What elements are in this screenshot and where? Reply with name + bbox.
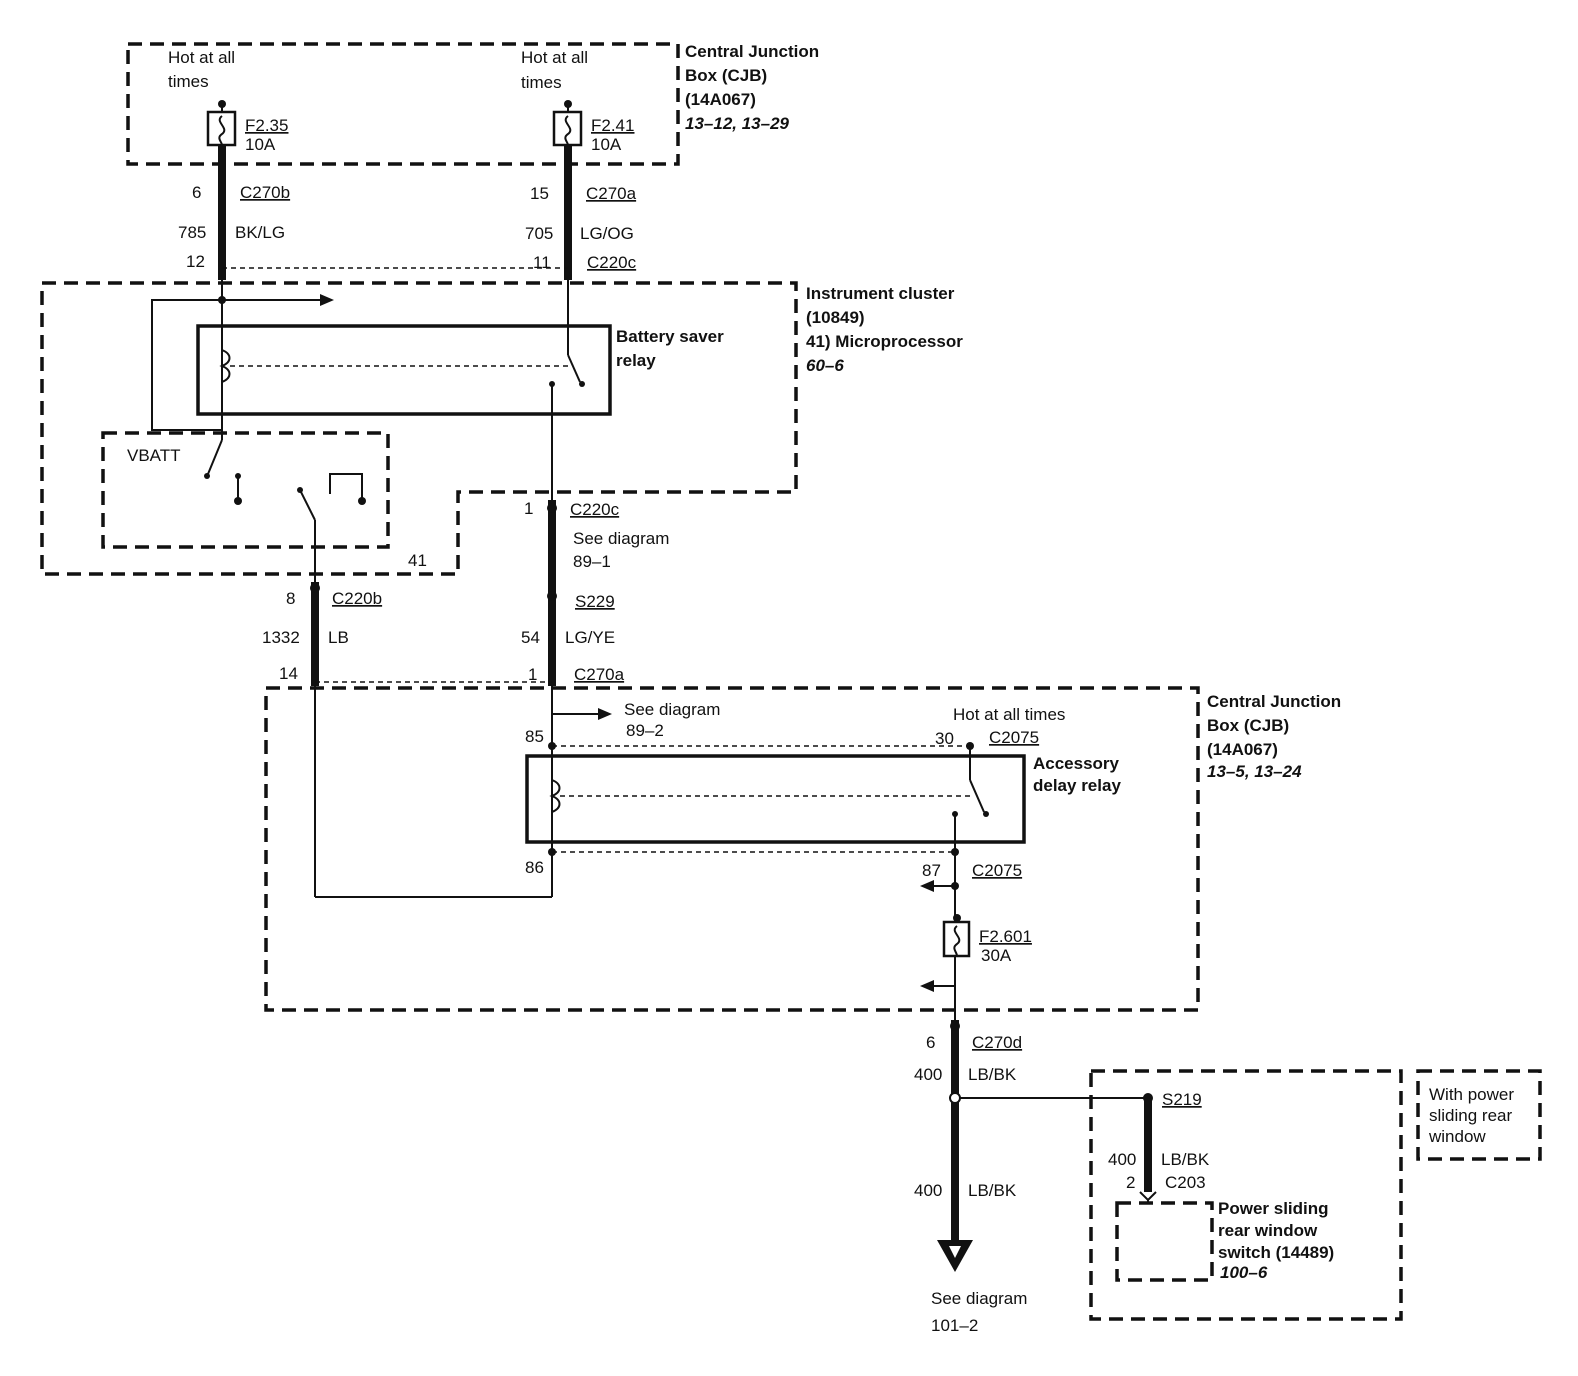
splice-s229-dot [547,591,557,601]
mid-right-color: LG/YE [565,628,615,647]
pin-30: 30 [935,729,954,748]
top-cjb-title-line3: (14A067) [685,90,756,109]
bottom-cjb-internal-wiring [314,686,989,1022]
out-circuit-2: 400 [914,1181,942,1200]
left-conn-top: C270b [240,183,290,202]
bottom-cjb-title-line3: (14A067) [1207,740,1278,759]
right-pin-top: 15 [530,184,549,203]
switch-ref: 100–6 [1220,1263,1268,1282]
out-color-2: LB/BK [968,1181,1017,1200]
fuse-f2-35-rating: 10A [245,135,276,154]
bottom-cjb-title-line1: Central Junction [1207,692,1341,711]
top-cjb-title-line2: Box (CJB) [685,66,767,85]
top-cjb-title-line1: Central Junction [685,42,819,61]
see-89-2-line2: 89–2 [626,721,664,740]
switch-label-line3: switch (14489) [1218,1243,1334,1262]
vbatt-box [101,431,390,549]
right-color: LG/OG [580,224,634,243]
see-89-2-line1: See diagram [624,700,720,719]
accessory-relay-label-line2: delay relay [1033,776,1121,795]
accessory-relay-label-line1: Accessory [1033,754,1120,773]
option-pin: 2 [1126,1173,1135,1192]
accessory-delay-relay-box [525,754,1026,844]
pin-86: 86 [525,858,544,877]
see-89-1-line2: 89–1 [573,552,611,571]
right-conn-bottom: C220c [587,253,637,272]
mid-right-pin-bottom: 1 [528,665,537,684]
out-circuit-1: 400 [914,1065,942,1084]
fuse-f2-41-id: F2.41 [591,116,634,135]
option-box [1089,1069,1403,1321]
option-color: LB/BK [1161,1150,1210,1169]
mid-left-conn: C220b [332,589,382,608]
option-label-line2: sliding rear [1429,1106,1512,1125]
left-circuit: 785 [178,223,206,242]
fuse-f2-41-rating: 10A [591,135,622,154]
battery-saver-relay-box [196,324,612,416]
vbatt-label: VBATT [127,446,181,465]
top-cjb-ref: 13–12, 13–29 [685,114,790,133]
pin-87: 87 [922,861,941,880]
option-conn: C203 [1165,1173,1206,1192]
left-color: BK/LG [235,223,285,242]
fuse-f2-41-symbol [552,100,583,147]
see-101-2-line1: See diagram [931,1289,1027,1308]
switch-label-line1: Power sliding [1218,1199,1329,1218]
right-conn-top: C270a [586,184,637,203]
bottom-cjb-box [264,686,1200,1012]
mid-left-pin-bottom: 14 [279,664,298,683]
hot-label-2-line2: times [521,73,562,92]
battery-saver-relay-label-line2: relay [616,351,656,370]
splice-s219-label: S219 [1162,1090,1202,1109]
conn-30: C2075 [989,728,1039,747]
mid-right-circuit: 54 [521,628,540,647]
fuse-f2-35-symbol [206,100,237,147]
mid-right-conn-bottom: C270a [574,665,625,684]
cluster-title-line1: Instrument cluster [806,284,955,303]
left-pin-top: 6 [192,183,201,202]
out-conn: C270d [972,1033,1022,1052]
fuse-f2-601-id: F2.601 [979,927,1032,946]
power-sliding-switch-box [1115,1201,1214,1282]
conn-87: C2075 [972,861,1022,880]
mid-right-pin: 1 [524,499,533,518]
cluster-number: 41 [408,551,427,570]
cluster-ref: 60–6 [806,356,844,375]
mid-right-conn: C220c [570,500,620,519]
mid-left-color: LB [328,628,349,647]
cluster-title-line3: 41) Microprocessor [806,332,963,351]
cluster-title-line2: (10849) [806,308,865,327]
mid-left-circuit: 1332 [262,628,300,647]
instrument-cluster-box [40,281,798,576]
fuse-f2-601-rating: 30A [981,946,1012,965]
splice-s229-label: S229 [575,592,615,611]
see-89-1-line1: See diagram [573,529,669,548]
cluster-internal-wiring [151,280,585,582]
fuse-f2-35-id: F2.35 [245,116,288,135]
right-pin-bottom: 11 [533,253,551,272]
hot-label-1-line2: times [168,72,209,91]
bottom-cjb-title-line2: Box (CJB) [1207,716,1289,735]
option-label-box [1416,1069,1542,1161]
option-label-line1: With power [1429,1085,1514,1104]
splice-junction-dot [949,1092,961,1104]
top-cjb-box [126,42,680,166]
bottom-cjb-ref: 13–5, 13–24 [1207,762,1302,781]
out-color-1: LB/BK [968,1065,1017,1084]
battery-saver-relay-label-line1: Battery saver [616,327,724,346]
out-pin: 6 [926,1033,935,1052]
mid-left-pin: 8 [286,589,295,608]
hot-label-1-line1: Hot at all [168,48,235,67]
see-101-2-line2: 101–2 [931,1316,978,1335]
right-circuit: 705 [525,224,553,243]
pin-85: 85 [525,727,544,746]
option-circuit: 400 [1108,1150,1136,1169]
left-pin-bottom: 12 [186,252,205,271]
hot-label-2-line1: Hot at all [521,48,588,67]
option-label-line3: window [1428,1127,1486,1146]
hot-at-all-times-label: Hot at all times [953,705,1065,724]
switch-label-line2: rear window [1218,1221,1318,1240]
